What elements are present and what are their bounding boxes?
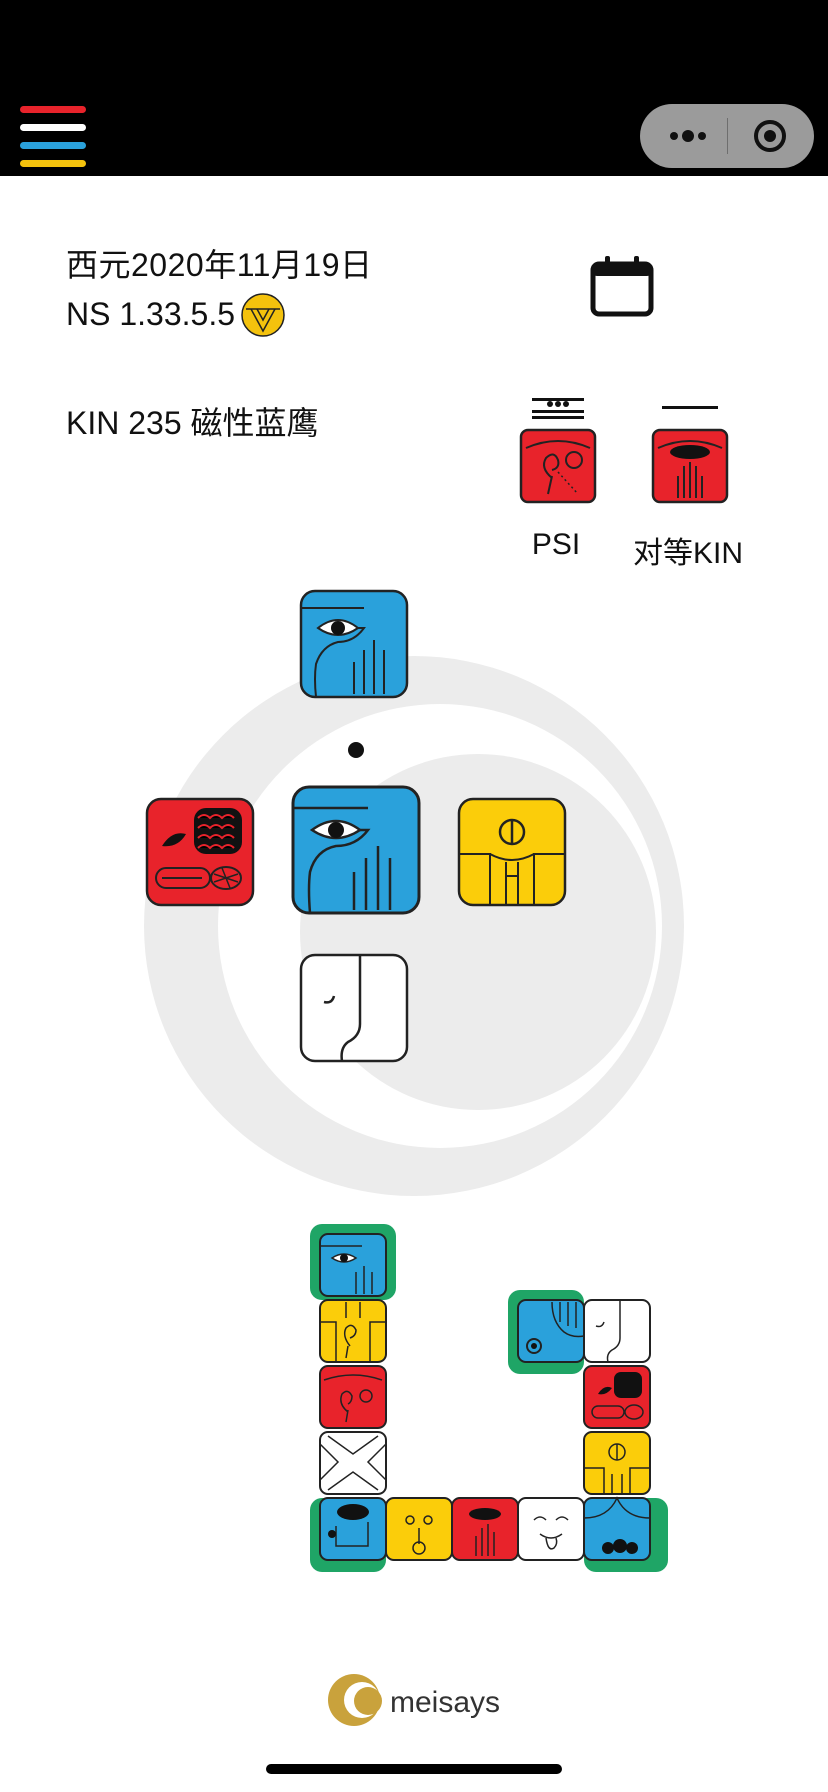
logo-wordmark: meisays	[390, 1686, 500, 1719]
wavespell-kin-9[interactable]	[583, 1496, 651, 1561]
target-circle-icon	[754, 120, 786, 152]
wavespell-kin-12[interactable]	[583, 1299, 651, 1363]
wavespell-kin-3[interactable]	[319, 1365, 387, 1429]
guide-blue-eagle-glyph[interactable]	[298, 588, 410, 700]
menu-stripe-blue	[20, 142, 86, 149]
miniprogram-capsule	[640, 104, 814, 168]
wavespell-kin-11[interactable]	[583, 1365, 651, 1429]
menu-button[interactable]	[20, 104, 88, 170]
wavespell-kin-2[interactable]	[319, 1299, 387, 1363]
menu-stripe-yellow	[20, 160, 86, 167]
antipode-red-earth-glyph[interactable]	[144, 796, 256, 908]
destiny-blue-eagle-glyph[interactable]	[290, 784, 422, 916]
psi-label: PSI	[531, 528, 581, 561]
wavespell-kin-7[interactable]	[451, 1497, 519, 1561]
wavespell-kin-8[interactable]	[517, 1497, 585, 1561]
more-dots-icon	[670, 130, 706, 142]
wavespell-kin-5[interactable]	[319, 1497, 387, 1561]
home-indicator	[266, 1764, 562, 1774]
equal-kin-red-skywalker-glyph[interactable]	[650, 396, 730, 506]
more-button[interactable]	[658, 114, 718, 158]
analog-yellow-warrior-glyph[interactable]	[456, 796, 568, 908]
wavespell-kin-1[interactable]	[319, 1233, 387, 1297]
capsule-divider	[727, 118, 728, 154]
moon-logo-watermark	[144, 656, 684, 1196]
wavespell-chart	[310, 1224, 668, 1572]
menu-stripe-red	[20, 106, 86, 113]
kin-title: KIN 235 磁性蓝鹰	[66, 405, 319, 441]
calendar-button[interactable]	[588, 252, 656, 320]
occult-white-wind-glyph[interactable]	[298, 952, 410, 1064]
tone-dot	[348, 742, 364, 758]
calendar-icon	[590, 256, 654, 317]
ns-date: NS 1.33.5.5	[66, 296, 235, 332]
equal-kin-label: 对等KIN	[632, 537, 743, 570]
wavespell-kin-13[interactable]	[517, 1299, 585, 1363]
close-miniprogram-button[interactable]	[740, 112, 800, 160]
wavespell-kin-10[interactable]	[583, 1431, 651, 1495]
yellow-seed-moon-icon	[241, 293, 285, 337]
wavespell-kin-4[interactable]	[319, 1431, 387, 1495]
top-navigation-bar	[0, 0, 828, 176]
meisays-logo: meisays	[328, 1674, 500, 1726]
gregorian-date: 西元2020年11月19日	[66, 247, 373, 283]
psi-red-serpent-glyph[interactable]	[518, 396, 598, 506]
wavespell-kin-6[interactable]	[385, 1497, 453, 1561]
menu-stripe-white	[20, 124, 86, 131]
